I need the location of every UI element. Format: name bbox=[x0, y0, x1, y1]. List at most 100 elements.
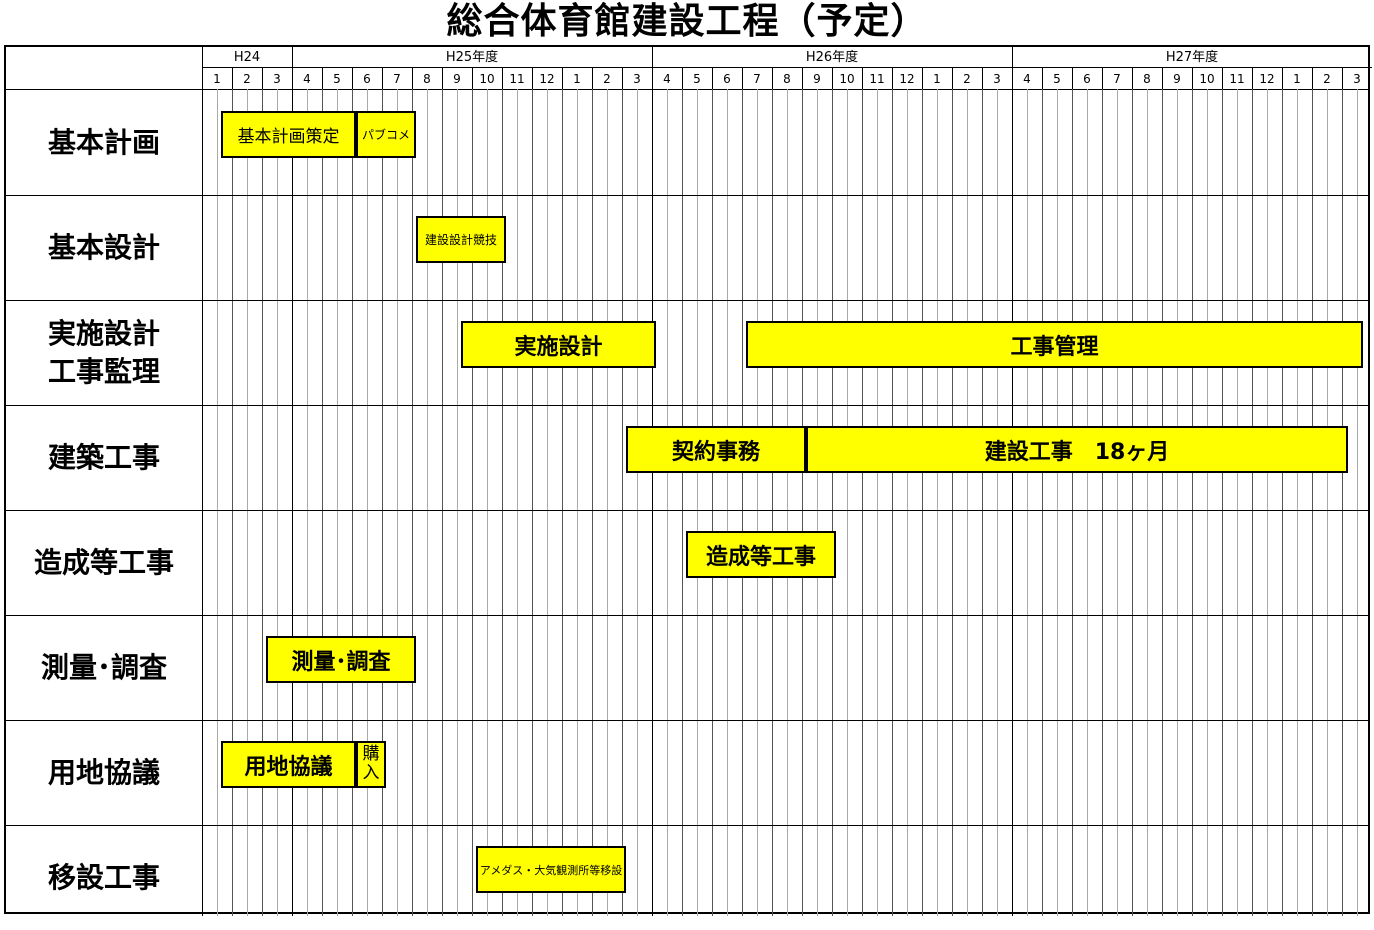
row-label: 基本計画 bbox=[47, 125, 160, 159]
month-header: 6 bbox=[723, 72, 731, 86]
month-grid-line bbox=[1342, 89, 1343, 916]
month-header: 10 bbox=[1199, 72, 1215, 86]
month-header-divider bbox=[982, 67, 983, 89]
half-month-grid-line bbox=[1117, 89, 1118, 916]
month-header: 10 bbox=[479, 72, 495, 86]
month-header-divider bbox=[1252, 67, 1253, 89]
month-header-divider bbox=[472, 67, 473, 89]
row-label: 造成等工事 bbox=[33, 545, 174, 579]
month-grid-line bbox=[502, 89, 503, 916]
month-header-divider bbox=[1312, 67, 1313, 89]
row-divider bbox=[6, 300, 1368, 301]
half-month-grid-line bbox=[457, 89, 458, 916]
month-header: 4 bbox=[303, 72, 311, 86]
row-label: 移設工事 bbox=[47, 860, 160, 894]
header-divider bbox=[202, 67, 1372, 68]
month-grid-line bbox=[892, 89, 893, 916]
task-bar: 建設設計競技 bbox=[416, 216, 506, 263]
month-header-divider bbox=[1342, 67, 1343, 89]
month-header-divider bbox=[412, 67, 413, 89]
month-header: 5 bbox=[1053, 72, 1061, 86]
half-month-grid-line bbox=[787, 89, 788, 916]
page-title: 総合体育館建設工程（予定） bbox=[446, 1, 928, 42]
row-label: 測量･調査 bbox=[40, 650, 167, 684]
half-month-grid-line bbox=[1357, 89, 1358, 916]
row-divider bbox=[6, 825, 1368, 826]
row-label: 用地協議 bbox=[47, 755, 160, 789]
month-header: 8 bbox=[423, 72, 431, 86]
fiscal-year-divider bbox=[652, 47, 653, 916]
month-grid-line bbox=[622, 89, 623, 916]
half-month-grid-line bbox=[937, 89, 938, 916]
month-grid-line bbox=[232, 89, 233, 916]
row-divider bbox=[6, 510, 1368, 511]
row-divider bbox=[6, 720, 1368, 721]
month-header-divider bbox=[322, 67, 323, 89]
half-month-grid-line bbox=[337, 89, 338, 916]
half-month-grid-line bbox=[1027, 89, 1028, 916]
month-header: 5 bbox=[693, 72, 701, 86]
half-month-grid-line bbox=[277, 89, 278, 916]
label-column-border bbox=[202, 47, 203, 916]
month-grid-line bbox=[982, 89, 983, 916]
half-month-grid-line bbox=[1177, 89, 1178, 916]
month-grid-line bbox=[1312, 89, 1313, 916]
month-header: 7 bbox=[753, 72, 761, 86]
half-month-grid-line bbox=[817, 89, 818, 916]
month-header: 8 bbox=[1143, 72, 1151, 86]
half-month-grid-line bbox=[247, 89, 248, 916]
month-header: 7 bbox=[1113, 72, 1121, 86]
month-header-divider bbox=[1192, 67, 1193, 89]
month-header-divider bbox=[502, 67, 503, 89]
month-header-divider bbox=[1102, 67, 1103, 89]
month-grid-line bbox=[382, 89, 383, 916]
row-label: 実施設計 工事監理 bbox=[47, 316, 160, 388]
month-header-divider bbox=[1042, 67, 1043, 89]
row-divider bbox=[6, 405, 1368, 406]
half-month-grid-line bbox=[577, 89, 578, 916]
month-header-divider bbox=[262, 67, 263, 89]
half-month-grid-line bbox=[307, 89, 308, 916]
fiscal-year-header: H26年度 bbox=[805, 50, 859, 65]
month-header: 1 bbox=[573, 72, 581, 86]
month-header: 1 bbox=[933, 72, 941, 86]
month-header: 3 bbox=[1353, 72, 1361, 86]
month-header: 7 bbox=[393, 72, 401, 86]
half-month-grid-line bbox=[1207, 89, 1208, 916]
half-month-grid-line bbox=[1147, 89, 1148, 916]
month-header-divider bbox=[712, 67, 713, 89]
month-grid-line bbox=[802, 89, 803, 916]
half-month-grid-line bbox=[667, 89, 668, 916]
month-grid-line bbox=[262, 89, 263, 916]
month-header-divider bbox=[952, 67, 953, 89]
month-header: 12 bbox=[539, 72, 555, 86]
half-month-grid-line bbox=[367, 89, 368, 916]
month-grid-line bbox=[1192, 89, 1193, 916]
month-grid-line bbox=[472, 89, 473, 916]
month-header-divider bbox=[1222, 67, 1223, 89]
month-grid-line bbox=[1252, 89, 1253, 916]
fiscal-year-divider bbox=[1012, 47, 1013, 916]
month-header-divider bbox=[682, 67, 683, 89]
month-grid-line bbox=[742, 89, 743, 916]
month-grid-line bbox=[922, 89, 923, 916]
header-bottom-line bbox=[6, 89, 1368, 90]
month-header: 10 bbox=[839, 72, 855, 86]
month-header-divider bbox=[532, 67, 533, 89]
month-header: 9 bbox=[453, 72, 461, 86]
task-bar: 造成等工事 bbox=[686, 531, 836, 578]
fiscal-year-header: H25年度 bbox=[445, 50, 499, 65]
month-header: 4 bbox=[663, 72, 671, 86]
task-bar: 用地協議 bbox=[221, 741, 356, 788]
month-header: 1 bbox=[213, 72, 221, 86]
month-grid-line bbox=[952, 89, 953, 916]
fiscal-year-divider bbox=[292, 47, 293, 916]
task-bar: 基本計画策定 bbox=[221, 111, 356, 158]
month-grid-line bbox=[712, 89, 713, 916]
month-header: 11 bbox=[509, 72, 525, 86]
month-header: 9 bbox=[813, 72, 821, 86]
month-header-divider bbox=[562, 67, 563, 89]
month-header: 3 bbox=[993, 72, 1001, 86]
half-month-grid-line bbox=[967, 89, 968, 916]
